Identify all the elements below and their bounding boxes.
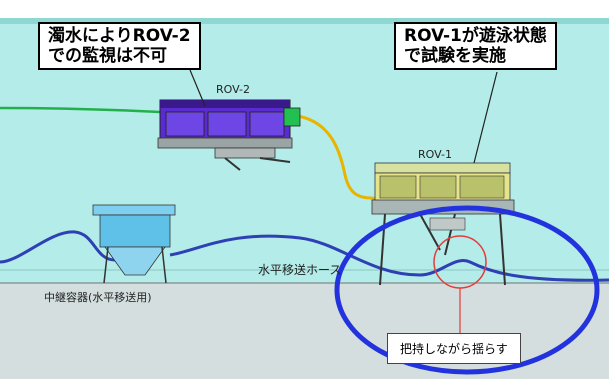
water-surface <box>0 18 609 24</box>
hose-left <box>0 230 116 264</box>
left-callout-pointer <box>189 69 206 107</box>
hose-main <box>169 234 609 282</box>
callout-right-line1: ROV-1が遊泳状態 <box>404 26 547 46</box>
callout-left-line2: での監視は不可 <box>48 46 167 66</box>
green-tether <box>0 106 161 114</box>
callout-right: ROV-1が遊泳状態 で試験を実施 <box>394 22 557 70</box>
highlight-ellipse <box>334 205 600 375</box>
rov2-label: ROV-2 <box>216 83 250 96</box>
callout-right-line2: で試験を実施 <box>404 46 506 66</box>
callout-left-line1: 濁水によりROV-2 <box>48 26 191 46</box>
rov2-vehicle <box>157 99 301 171</box>
rov1-label: ROV-1 <box>418 148 452 161</box>
hose-label: 水平移送ホース <box>258 263 342 277</box>
container-label: 中継容器(水平移送用) <box>44 291 152 304</box>
yellow-tether <box>289 113 386 202</box>
relay-container <box>92 204 176 284</box>
callout-left: 濁水によりROV-2 での監視は不可 <box>38 22 201 70</box>
right-callout-pointer <box>473 71 498 164</box>
note-box: 把持しながら揺らす <box>387 333 521 364</box>
